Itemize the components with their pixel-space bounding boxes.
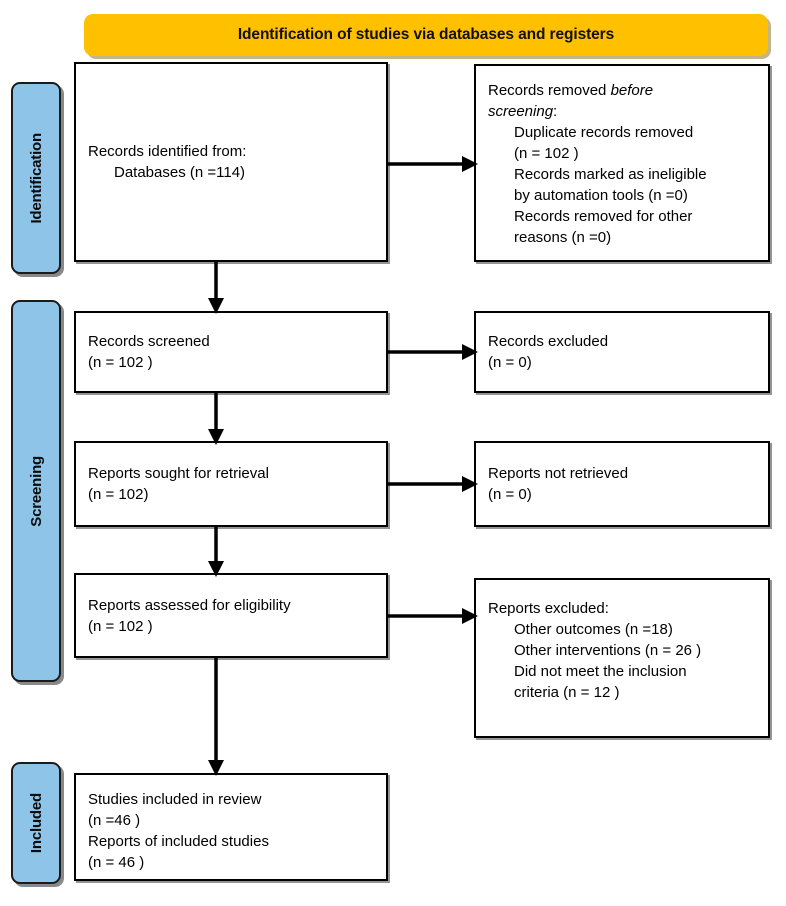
arrow-identified-to-removed: [386, 152, 478, 176]
box-reports-not-retrieved: Reports not retrieved (n = 0): [474, 441, 770, 527]
records-removed-line-5: Records marked as ineligible: [514, 166, 707, 183]
records-identified-line-2: Databases (n =114): [114, 164, 246, 181]
arrow-screened-to-sought: [204, 391, 228, 445]
studies-included-line-4: (n = 46 ): [88, 854, 145, 871]
records-removed-line-2-emphasis: screening: [488, 103, 554, 120]
records-excluded-line-1: Records excluded: [488, 333, 609, 350]
studies-included-line-3: Reports of included studies: [88, 833, 269, 850]
banner-title: Identification of studies via databases …: [237, 26, 615, 43]
reports-not-retrieved-line-2: (n = 0): [488, 486, 532, 503]
stage-tab-included: Included: [11, 762, 61, 884]
records-removed-line-1-emphasis: before: [610, 82, 654, 99]
arrow-screened-to-excluded: [386, 340, 478, 364]
reports-not-retrieved-line-1: Reports not retrieved: [488, 465, 629, 482]
reports-excluded-line-4: Did not meet the inclusion: [514, 663, 687, 680]
records-removed-line-1-text: Records removed: [488, 82, 611, 99]
stage-tab-screening-label: Screening: [27, 455, 45, 527]
arrow-assessed-to-included: [204, 656, 228, 776]
stage-tab-identification: Identification: [11, 82, 61, 274]
box-reports-excluded: Reports excluded: Other outcomes (n =18)…: [474, 578, 770, 738]
reports-excluded-line-3: Other interventions (n = 26 ): [514, 642, 702, 659]
records-removed-line-2-colon: :: [553, 103, 558, 120]
box-reports-assessed-for-eligibility: Reports assessed for eligibility (n = 10…: [74, 573, 388, 658]
arrow-sought-to-not-retrieved: [386, 472, 478, 496]
records-excluded-line-2: (n = 0): [488, 354, 532, 371]
reports-assessed-line-1: Reports assessed for eligibility: [88, 596, 291, 614]
records-screened-line-2: (n = 102 ): [88, 354, 153, 371]
records-removed-line-8: reasons (n =0): [514, 229, 612, 246]
studies-included-line-1: Studies included in review: [88, 791, 262, 808]
studies-included-line-2: (n =46 ): [88, 812, 141, 829]
reports-sought-line-1: Reports sought for retrieval: [88, 465, 269, 482]
box-studies-included-in-review: Studies included in review (n =46 ) Repo…: [74, 773, 388, 881]
arrow-identified-to-screened: [204, 260, 228, 314]
stage-tab-identification-label: Identification: [27, 132, 45, 224]
banner-identification-header: Identification of studies via databases …: [84, 14, 768, 56]
box-records-screened: Records screened (n = 102 ): [74, 311, 388, 393]
arrow-assessed-to-reports-excluded: [386, 604, 478, 628]
reports-sought-line-2: (n = 102): [88, 486, 149, 503]
records-removed-line-2: screening:: [488, 101, 756, 122]
records-removed-line-3: Duplicate records removed: [514, 124, 694, 141]
reports-excluded-line-2: Other outcomes (n =18): [514, 621, 673, 638]
records-removed-line-6: by automation tools (n =0): [514, 187, 688, 204]
stage-tab-included-label: Included: [27, 792, 45, 854]
arrow-sought-to-assessed: [204, 525, 228, 577]
reports-assessed-line-2: (n = 102 ): [88, 617, 153, 635]
reports-excluded-line-5: criteria (n = 12 ): [514, 684, 620, 701]
records-identified-line-1: Records identified from:: [88, 143, 247, 160]
box-records-excluded: Records excluded (n = 0): [474, 311, 770, 393]
records-removed-line-1: Records removed before: [488, 80, 756, 101]
box-reports-sought-for-retrieval: Reports sought for retrieval (n = 102): [74, 441, 388, 527]
stage-tab-screening: Screening: [11, 300, 61, 682]
reports-excluded-line-1: Reports excluded:: [488, 600, 609, 617]
box-records-identified: Records identified from: Databases (n =1…: [74, 62, 388, 262]
records-removed-line-4: (n = 102 ): [514, 145, 579, 162]
records-screened-line-1: Records screened: [88, 333, 210, 350]
box-records-removed-before-screening: Records removed before screening: Duplic…: [474, 64, 770, 262]
records-removed-line-7: Records removed for other: [514, 208, 693, 225]
